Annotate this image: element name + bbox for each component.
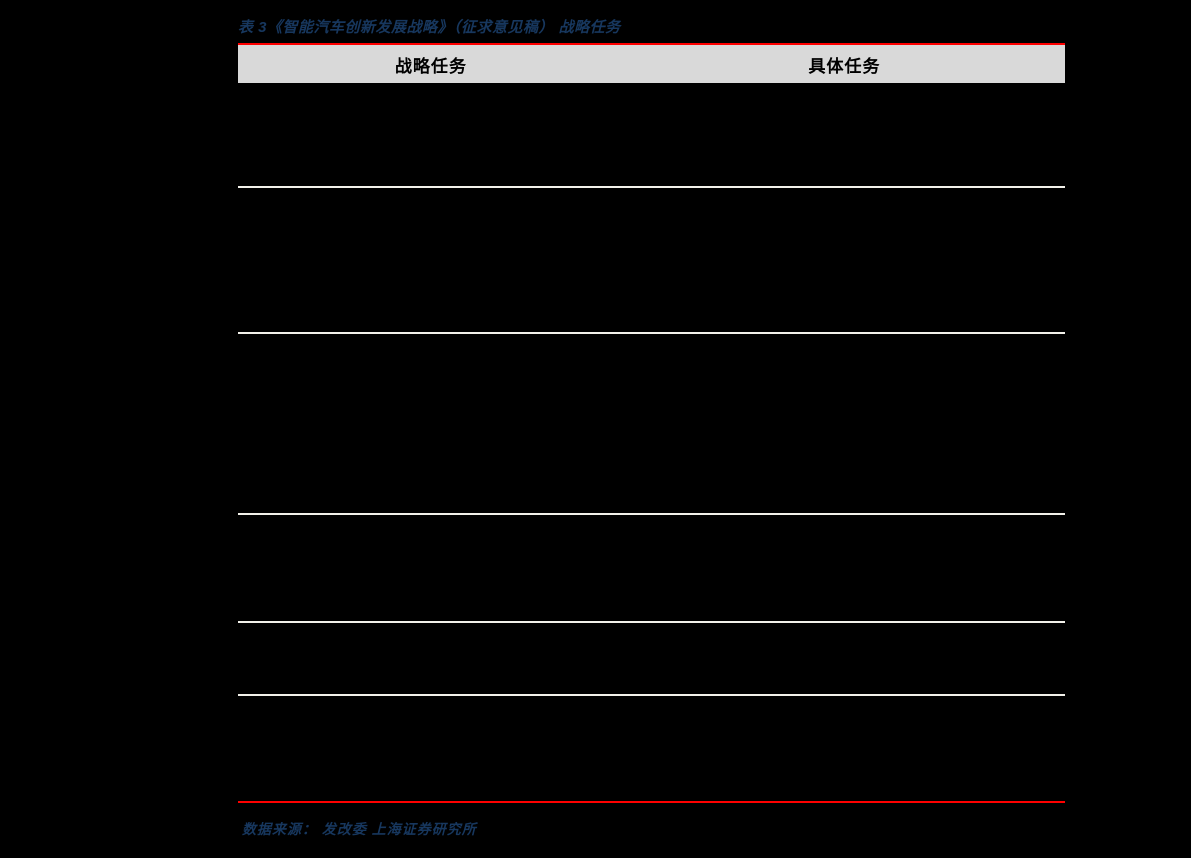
cell-detail	[624, 696, 1065, 801]
cell-strategy	[238, 83, 624, 186]
header-cell-strategy: 战略任务	[395, 56, 467, 76]
cell-detail	[624, 334, 1065, 513]
data-source-note: 数据来源： 发改委 上海证券研究所	[242, 821, 477, 837]
cell-strategy	[238, 623, 624, 694]
cell-detail	[624, 623, 1065, 694]
cell-strategy	[238, 334, 624, 513]
table-header-row: 战略任务 具体任务	[238, 45, 1065, 83]
table-row	[238, 188, 1065, 334]
cell-detail	[624, 83, 1065, 186]
cell-detail	[624, 515, 1065, 621]
table-row	[238, 515, 1065, 623]
cell-strategy	[238, 188, 624, 332]
top-red-rule	[238, 43, 1065, 45]
table-body	[238, 83, 1065, 801]
table-title: 表 3《智能汽车创新发展战略》（征求意见稿） 战略任务	[238, 19, 621, 36]
table-row	[238, 696, 1065, 801]
table-row	[238, 83, 1065, 188]
bottom-red-rule	[238, 801, 1065, 803]
table-row	[238, 334, 1065, 515]
header-cell-detail: 具体任务	[808, 56, 881, 76]
table-row	[238, 623, 1065, 696]
cell-strategy	[238, 696, 624, 801]
cell-detail	[624, 188, 1065, 332]
cell-strategy	[238, 515, 624, 621]
